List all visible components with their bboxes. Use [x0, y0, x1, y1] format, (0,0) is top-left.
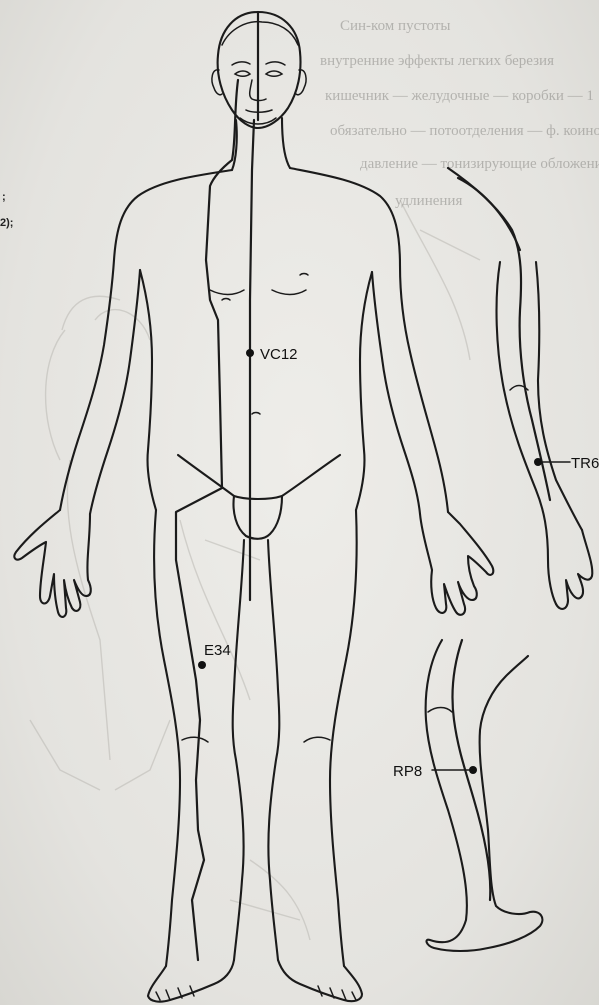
groin-right	[282, 455, 340, 496]
bleed-text-line: обязательно — потоотделения — ф. коинор	[330, 123, 599, 139]
left-shoulder-arm-outer	[60, 170, 232, 510]
left-leg-inner	[233, 540, 244, 960]
meridian-lines	[176, 12, 258, 960]
edge-text: ;	[2, 191, 6, 203]
point-marker	[198, 661, 206, 669]
side-arm-outer	[458, 178, 520, 250]
side-leg-figure	[426, 640, 543, 951]
point-marker	[469, 766, 477, 774]
bleed-text-line: кишечник — желудочные — коробки — 1	[325, 88, 594, 104]
torso-left-side	[140, 270, 156, 510]
right-inner-arm	[372, 272, 420, 514]
side-arm-meridian	[448, 168, 550, 500]
side-arm-back	[497, 262, 556, 604]
point-marker	[246, 349, 254, 357]
side-knee	[428, 708, 452, 713]
point-vc12: VC12	[246, 346, 298, 363]
point-marker	[534, 458, 542, 466]
right-leg-inner	[268, 540, 279, 960]
bleed-text-line: давление — тонизирующие обложения	[360, 156, 599, 172]
chest-line-left	[210, 290, 244, 295]
right-hand	[420, 512, 493, 615]
point-label: TR6	[571, 455, 599, 472]
left-hand	[14, 510, 90, 617]
navel	[252, 413, 260, 415]
bleed-text-line: внутренние эффекты легких березия	[320, 53, 554, 69]
left-eye	[235, 71, 250, 76]
left-foot	[148, 960, 234, 1002]
neck-right	[282, 118, 290, 168]
point-label: E34	[204, 642, 231, 659]
chest-line-right	[272, 290, 306, 295]
point-label: RP8	[393, 763, 422, 780]
right-leg-outer	[330, 510, 357, 966]
right-eyebrow	[266, 62, 285, 65]
point-e34: E34	[198, 642, 231, 669]
bleed-through-text: Син-ком пустоты внутренние эффекты легки…	[320, 18, 599, 209]
side-arm-figure	[448, 168, 592, 609]
bleed-text-line: Син-ком пустоты	[340, 18, 451, 34]
left-knee	[182, 737, 208, 742]
right-nipple	[300, 274, 308, 276]
side-leg-back	[426, 640, 543, 951]
right-foot	[278, 960, 362, 1001]
side-hand	[556, 530, 592, 609]
groin-left	[178, 455, 234, 496]
left-eyebrow	[232, 62, 250, 65]
right-shoulder-arm-outer	[290, 168, 448, 512]
bleed-text-line: удлинения	[395, 193, 462, 209]
torso-right-side	[356, 272, 372, 510]
hair-line	[222, 22, 298, 45]
right-eye	[266, 71, 282, 76]
bleed-through-figure	[30, 200, 480, 940]
left-nipple	[222, 299, 230, 301]
edge-text: 2);	[0, 217, 13, 229]
genital-outline	[234, 496, 283, 539]
side-arm-front	[536, 262, 582, 530]
left-leg-outer	[154, 510, 180, 966]
left-inner-arm	[90, 270, 140, 514]
stomach-meridian-line	[176, 80, 238, 960]
point-label: VC12	[260, 346, 298, 363]
right-knee	[304, 737, 330, 742]
